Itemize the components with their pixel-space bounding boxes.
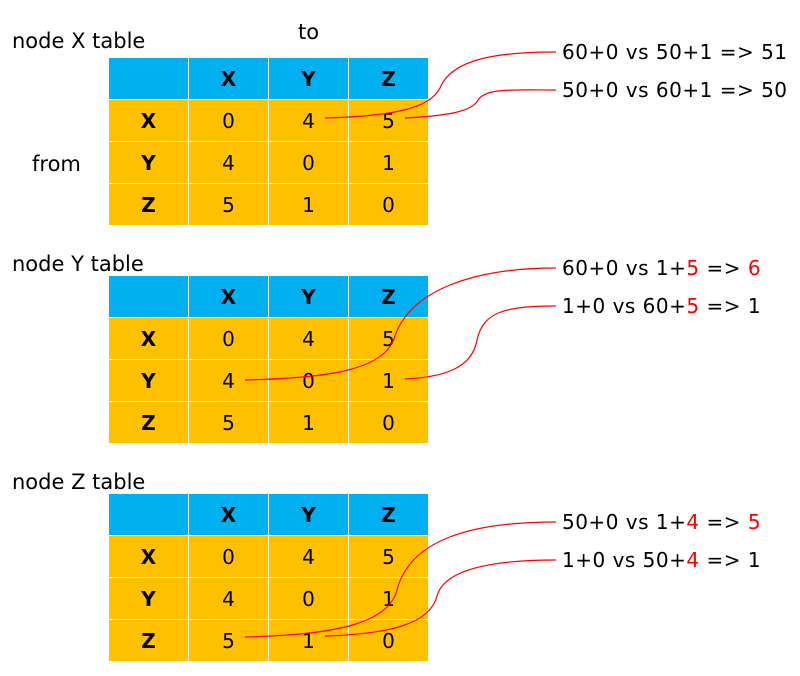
table-cell: 4	[188, 359, 269, 402]
column-header-x: X	[188, 57, 269, 100]
table-row: Y 4 0 1	[108, 141, 429, 184]
to-axis-label: to	[298, 20, 320, 44]
corner-cell	[108, 57, 189, 100]
node-z-table-title: node Z table	[12, 470, 146, 494]
node-z-table: X Y Z X 0 4 5 Y 4 0 1 Z 5 1 0	[108, 493, 429, 662]
table-row: Y 4 0 1	[108, 577, 429, 620]
table-cell: 4	[268, 535, 349, 578]
table-cell: 5	[188, 183, 269, 226]
comparison-note: 50+0 vs 60+1 => 50	[562, 78, 788, 102]
table-cell: 4	[188, 577, 269, 620]
table-cell: 1	[268, 401, 349, 444]
table-cell: 0	[268, 359, 349, 402]
column-header-z: Z	[348, 275, 429, 318]
table-cell: 1	[268, 619, 349, 662]
node-x-table-title: node X table	[12, 29, 146, 53]
table-cell: 5	[188, 619, 269, 662]
table-row: X 0 4 5	[108, 99, 429, 142]
table-cell: 4	[268, 99, 349, 142]
row-header-y: Y	[108, 577, 189, 620]
row-header-x: X	[108, 535, 189, 578]
comparison-note: 1+0 vs 60+5 => 1	[562, 294, 762, 318]
comparison-note: 1+0 vs 50+4 => 1	[562, 548, 762, 572]
row-header-z: Z	[108, 619, 189, 662]
node-y-table-title: node Y table	[12, 252, 144, 276]
table-row: X 0 4 5	[108, 535, 429, 578]
comparison-note: 60+0 vs 1+5 => 6	[562, 256, 762, 280]
column-header-z: Z	[348, 57, 429, 100]
column-header-z: Z	[348, 493, 429, 536]
table-cell: 4	[268, 317, 349, 360]
table-cell: 0	[188, 99, 269, 142]
comparison-note: 60+0 vs 50+1 => 51	[562, 40, 788, 64]
table-cell: 0	[268, 141, 349, 184]
table-cell: 5	[348, 535, 429, 578]
column-header-y: Y	[268, 493, 349, 536]
row-header-x: X	[108, 99, 189, 142]
table-cell: 0	[268, 577, 349, 620]
column-header-x: X	[188, 275, 269, 318]
row-header-z: Z	[108, 183, 189, 226]
table-header-row: X Y Z	[108, 275, 429, 318]
table-cell: 5	[348, 317, 429, 360]
table-cell: 0	[188, 535, 269, 578]
table-row: Z 5 1 0	[108, 183, 429, 226]
table-cell: 1	[268, 183, 349, 226]
row-header-y: Y	[108, 141, 189, 184]
corner-cell	[108, 275, 189, 318]
row-header-z: Z	[108, 401, 189, 444]
table-row: Y 4 0 1	[108, 359, 429, 402]
table-cell: 5	[188, 401, 269, 444]
table-cell: 0	[188, 317, 269, 360]
table-cell: 1	[348, 141, 429, 184]
table-cell: 1	[348, 359, 429, 402]
corner-cell	[108, 493, 189, 536]
column-header-y: Y	[268, 275, 349, 318]
table-header-row: X Y Z	[108, 493, 429, 536]
table-row: Z 5 1 0	[108, 401, 429, 444]
row-header-x: X	[108, 317, 189, 360]
table-row: X 0 4 5	[108, 317, 429, 360]
table-cell: 1	[348, 577, 429, 620]
column-header-x: X	[188, 493, 269, 536]
table-cell: 0	[348, 183, 429, 226]
table-cell: 0	[348, 619, 429, 662]
row-header-y: Y	[108, 359, 189, 402]
comparison-note: 50+0 vs 1+4 => 5	[562, 510, 762, 534]
table-cell: 0	[348, 401, 429, 444]
from-axis-label: from	[32, 152, 81, 176]
column-header-y: Y	[268, 57, 349, 100]
table-header-row: X Y Z	[108, 57, 429, 100]
node-y-table: X Y Z X 0 4 5 Y 4 0 1 Z 5 1 0	[108, 275, 429, 444]
table-cell: 5	[348, 99, 429, 142]
table-cell: 4	[188, 141, 269, 184]
table-row: Z 5 1 0	[108, 619, 429, 662]
node-x-table: X Y Z X 0 4 5 Y 4 0 1 Z 5 1 0	[108, 57, 429, 226]
